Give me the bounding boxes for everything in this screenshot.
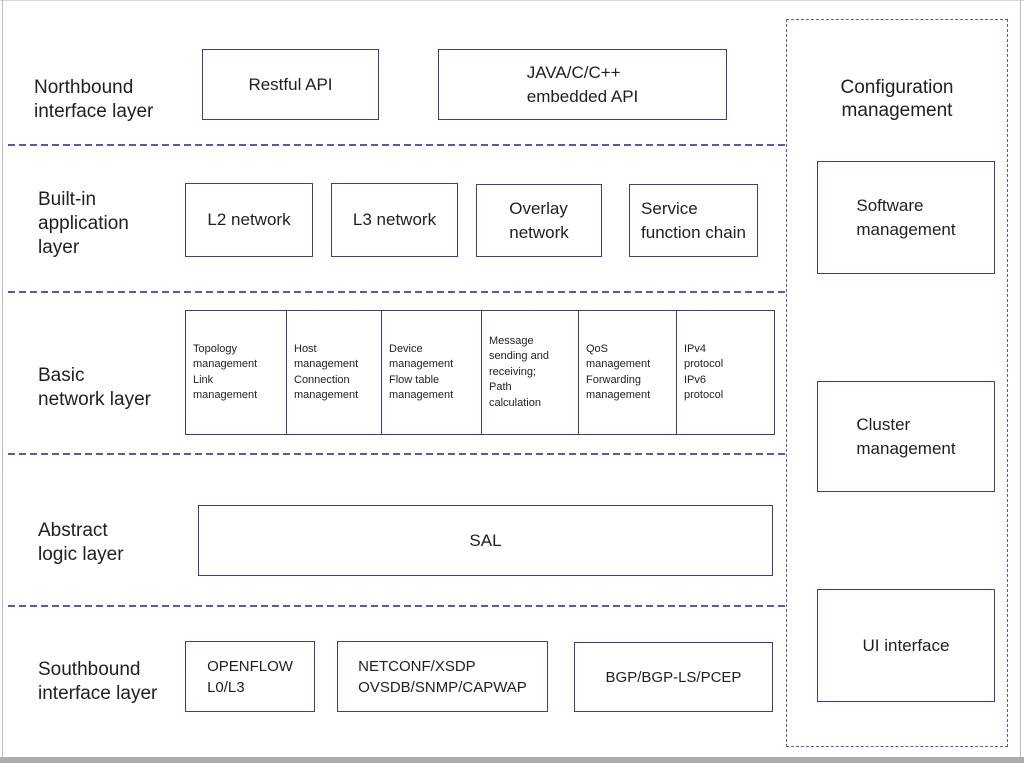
frame-left-edge [2,0,3,757]
cell-message-path-calculation: Message sending and receiving; Path calc… [481,311,578,434]
box-service-function-chain-label: Service function chain [641,198,746,242]
box-software-management: Software management [817,161,995,274]
box-openflow: OPENFLOW L0/L3 [185,641,315,712]
cell-device-flowtable-management-label: Device management Flow table management [389,342,454,402]
box-service-function-chain: Service function chain [629,184,758,257]
box-l3-network-label: L3 network [352,210,437,229]
box-software-management-label: Software management [856,195,956,239]
layer-divider-2 [8,291,786,293]
box-ui-interface: UI interface [817,589,995,702]
cell-topology-link-management-label: Topology management Link management [193,342,258,402]
configuration-management-title: Configuration management [840,77,954,121]
label-southbound-interface-layer: Southbound interface layer [38,659,158,704]
label-abstract-logic-layer: Abstract logic layer [38,520,124,565]
box-l2-network-label: L2 network [207,210,291,229]
box-cluster-management: Cluster management [817,381,995,492]
box-overlay-network-label: Overlay network [509,198,569,242]
box-netconf-label: NETCONF/XSDP OVSDB/SNMP/CAPWAP [358,657,527,696]
cell-qos-forwarding-management: QoS management Forwarding management [578,311,676,434]
cell-message-path-calculation-label: Message sending and receiving; Path calc… [489,334,549,409]
cell-qos-forwarding-management-label: QoS management Forwarding management [586,342,651,402]
label-northbound-interface-layer: Northbound interface layer [34,77,154,122]
cell-host-connection-management-label: Host management Connection management [294,342,359,402]
basic-network-cell-table: Topology management Link management Host… [185,310,775,435]
frame-top-edge [0,0,1024,1]
box-ui-interface-label: UI interface [862,635,950,655]
cell-host-connection-management: Host management Connection management [286,311,381,434]
label-basic-network-layer: Basic network layer [38,365,151,410]
cell-topology-link-management: Topology management Link management [186,311,286,434]
box-bgp-label: BGP/BGP-LS/PCEP [605,668,742,686]
box-embedded-api-label: JAVA/C/C++ embedded API [526,62,639,106]
layer-divider-4 [8,605,786,607]
box-cluster-management-label: Cluster management [856,414,956,458]
box-sal-label: SAL [469,530,502,550]
cell-ipv4-ipv6-protocol-label: IPv4 protocol IPv6 protocol [684,342,724,402]
box-bgp: BGP/BGP-LS/PCEP [574,642,773,712]
box-restful-api-label: Restful API [248,74,333,94]
box-openflow-label: OPENFLOW L0/L3 [207,657,293,696]
box-l2-network: L2 network [185,183,313,257]
box-embedded-api: JAVA/C/C++ embedded API [438,49,727,120]
cell-device-flowtable-management: Device management Flow table management [381,311,481,434]
label-built-in-application-layer: Built-in application layer [38,189,129,258]
box-netconf: NETCONF/XSDP OVSDB/SNMP/CAPWAP [337,641,548,712]
layer-divider-1 [8,144,786,146]
box-l3-network: L3 network [331,183,458,257]
layer-divider-3 [8,453,786,455]
box-restful-api: Restful API [202,49,379,120]
box-sal: SAL [198,505,773,576]
frame-right-edge [1020,0,1021,757]
box-overlay-network: Overlay network [476,184,602,257]
cell-ipv4-ipv6-protocol: IPv4 protocol IPv6 protocol [676,311,774,434]
bottom-scrollbar-track [0,757,1024,763]
